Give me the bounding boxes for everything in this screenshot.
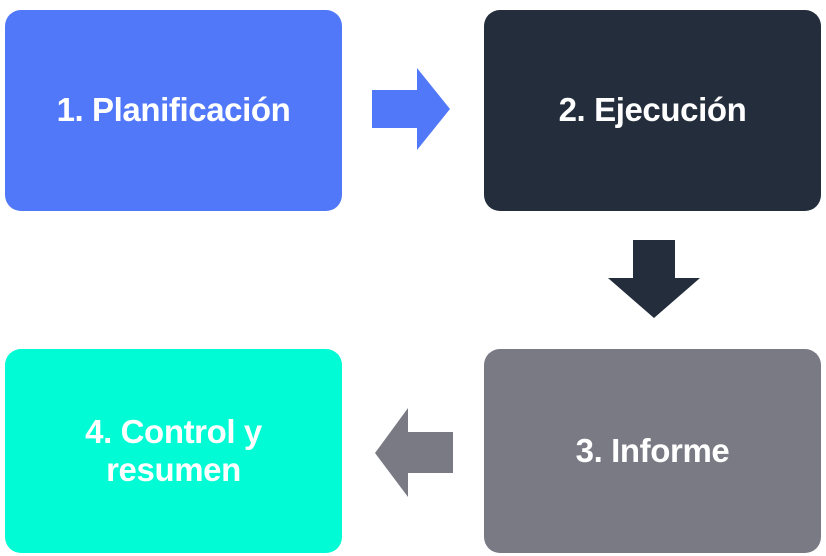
arrow-right-icon: [372, 68, 450, 150]
process-step-label: 1. Planificación: [56, 91, 291, 129]
process-step-label: 4. Control y resumen: [85, 412, 262, 488]
arrow-left-icon: [375, 408, 453, 497]
arrow-down-icon: [608, 240, 700, 318]
process-step-label: 3. Informe: [575, 431, 730, 469]
process-step-control[interactable]: 4. Control y resumen: [5, 349, 342, 553]
process-step-label: 2. Ejecución: [558, 91, 747, 129]
process-step-informe[interactable]: 3. Informe: [484, 349, 821, 553]
process-step-ejecucion[interactable]: 2. Ejecución: [484, 10, 821, 211]
process-step-planificacion[interactable]: 1. Planificación: [5, 10, 342, 211]
